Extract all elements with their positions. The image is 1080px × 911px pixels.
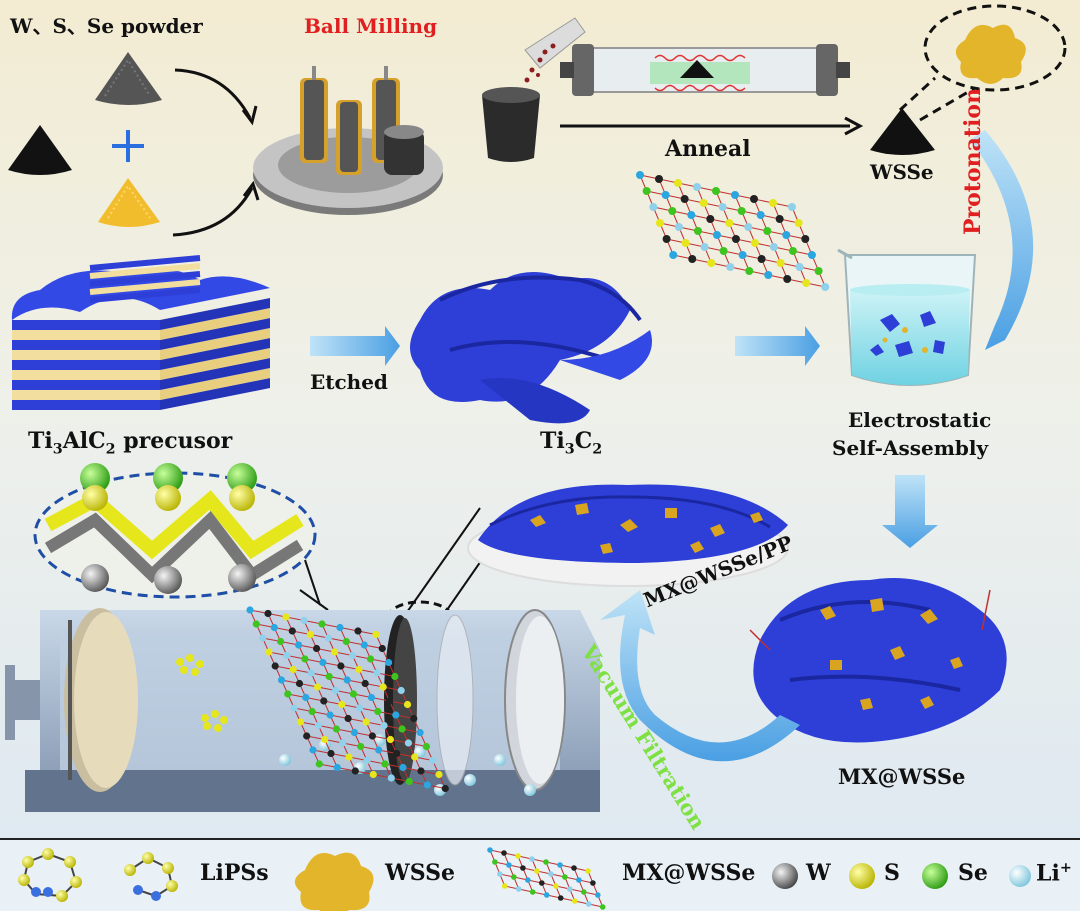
ti3c2-label: Ti3C2	[540, 428, 603, 458]
se-atom-icon	[922, 863, 948, 889]
down-arrow	[882, 475, 938, 548]
electrostatic-label: Electrostatic	[848, 408, 992, 432]
legend-wsse-label: WSSe	[385, 860, 455, 886]
protonation-arrow	[970, 130, 1034, 350]
wsse-crystal-structure	[636, 171, 830, 291]
grey-powder-cone	[95, 52, 162, 105]
mx-wsse-composite	[749, 578, 1007, 743]
legend-mxwsse-label: MX@WSSe	[622, 860, 756, 886]
mx-wsse-lattice-icon	[487, 847, 606, 910]
ws2-atomic-zoom	[33, 463, 317, 599]
plus-sign	[112, 130, 144, 162]
ball-mill-device	[253, 66, 443, 215]
w-atom-icon	[772, 863, 798, 889]
to-beaker-arrow	[735, 326, 820, 366]
yellow-powder-cone	[98, 178, 160, 227]
tube-furnace	[560, 44, 850, 96]
crucible	[482, 17, 586, 162]
etched-label: Etched	[310, 370, 388, 394]
lipss-molecules-in-cell	[176, 654, 228, 732]
vacuum-filtration-arrow	[600, 590, 800, 762]
wsse-flake-icon	[295, 852, 374, 911]
legend-lipss-label: LiPSs	[200, 860, 269, 886]
legend-li-label: Li+	[1036, 860, 1072, 887]
wsse-zoom-bubble	[898, 4, 1067, 122]
legend-se-label: Se	[958, 860, 988, 886]
wsse-top-label: WSSe	[870, 160, 934, 184]
etched-arrow	[310, 326, 400, 366]
powder-to-mill-arrows	[172, 68, 260, 237]
s-atom-icon	[849, 863, 875, 889]
precursor-label: Ti3AlC2 precusor	[28, 428, 233, 458]
li-atom-icon	[1009, 865, 1031, 887]
legend-bar: LiPSs WSSe MX@WSSe W S Se Li+	[0, 838, 1080, 911]
self-assembly-label: Self-Assembly	[832, 436, 989, 460]
anneal-label: Anneal	[665, 136, 751, 162]
schematic-canvas	[5, 4, 1067, 812]
black-powder-cone	[8, 125, 72, 175]
ball-milling-label: Ball Milling	[304, 14, 438, 38]
protonation-label: Protonation	[960, 87, 986, 235]
ti3c2-nanosheets	[410, 272, 652, 424]
powder-label: W、S、Se powder	[10, 14, 203, 38]
wsse-powder-cone	[870, 108, 935, 155]
mx-wsse-label: MX@WSSe	[838, 764, 966, 789]
mx-wsse-pp-membrane	[386, 484, 789, 636]
legend-icons	[18, 847, 1031, 911]
ti3alc2-layered-block	[11, 255, 270, 410]
beaker	[837, 248, 977, 386]
legend-s-label: S	[884, 860, 900, 886]
anneal-arrow	[560, 116, 864, 136]
mx-wsse-lattice-in-cell	[246, 606, 449, 793]
lipss-ring-icon	[18, 848, 82, 902]
lipss-chain-icon	[124, 852, 178, 901]
legend-w-label: W	[806, 860, 831, 886]
